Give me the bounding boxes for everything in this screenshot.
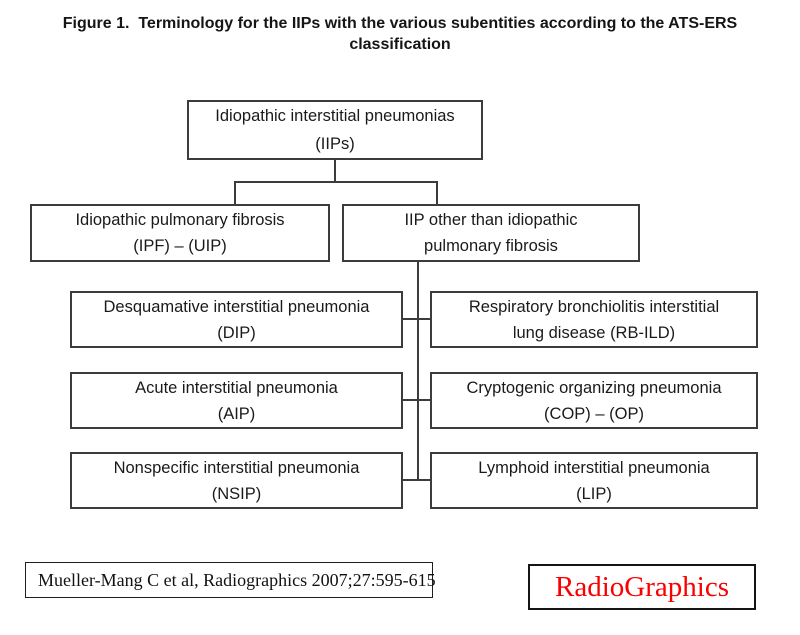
figure-title: Figure 1. Terminology for the IIPs with …	[0, 13, 800, 55]
node-lip: Lymphoid interstitial pneumonia (LIP)	[430, 452, 758, 509]
node-dip-line1: Desquamative interstitial pneumonia	[103, 297, 370, 316]
radiographics-logo-box: RadioGraphics	[528, 564, 756, 610]
connector-row1-stub	[401, 318, 432, 320]
node-lip-line1: Lymphoid interstitial pneumonia	[478, 458, 710, 477]
connector-row3-stub	[401, 479, 432, 481]
node-ipf-line2: (IPF) – (UIP)	[133, 237, 227, 255]
radiographics-logo-text: RadioGraphics	[555, 570, 729, 603]
node-lip-line2: (LIP)	[576, 484, 612, 503]
citation-box: Mueller-Mang C et al, Radiographics 2007…	[25, 562, 436, 598]
connector-row2-stub	[401, 399, 432, 401]
connector-root-stem	[334, 160, 336, 183]
node-cop-line2: (COP) – (OP)	[544, 404, 644, 423]
node-rbild-line2: lung disease (RB-ILD)	[512, 323, 676, 342]
node-iips-root-line1: Idiopathic interstitial pneumonias	[215, 107, 455, 125]
citation-text: Mueller-Mang C et al, Radiographics 2007…	[38, 569, 436, 590]
node-aip: Acute interstitial pneumonia (AIP)	[70, 372, 403, 429]
node-iips-root-line2: (IIPs)	[315, 135, 355, 153]
node-dip-line2: (DIP)	[217, 323, 256, 342]
node-nsip-line2: (NSIP)	[211, 484, 262, 503]
node-dip: Desquamative interstitial pneumonia (DIP…	[70, 291, 403, 348]
connector-central-trunk	[417, 261, 419, 481]
connector-iip-other-drop	[436, 181, 438, 205]
node-nsip: Nonspecific interstitial pneumonia (NSIP…	[70, 452, 403, 509]
node-iips-root: Idiopathic interstitial pneumonias (IIPs…	[187, 100, 483, 160]
node-cop-line1: Cryptogenic organizing pneumonia	[466, 378, 722, 397]
node-nsip-line1: Nonspecific interstitial pneumonia	[113, 458, 360, 477]
node-cop: Cryptogenic organizing pneumonia (COP) –…	[430, 372, 758, 429]
node-iip-other-line1: IIP other than idiopathic	[404, 211, 578, 229]
node-ipf: Idiopathic pulmonary fibrosis (IPF) – (U…	[30, 204, 330, 262]
node-iip-other-line2: pulmonary fibrosis	[424, 237, 558, 255]
figure-title-line1: Figure 1. Terminology for the IIPs with …	[62, 15, 738, 32]
node-aip-line1: Acute interstitial pneumonia	[135, 378, 338, 397]
node-rbild: Respiratory bronchiolitis interstitial l…	[430, 291, 758, 348]
figure-title-line2: classification	[349, 36, 451, 53]
node-ipf-line1: Idiopathic pulmonary fibrosis	[75, 211, 285, 229]
node-aip-line2: (AIP)	[217, 404, 256, 423]
node-iip-other: IIP other than idiopathic pulmonary fibr…	[342, 204, 640, 262]
connector-ipf-drop	[234, 181, 236, 205]
node-rbild-line1: Respiratory bronchiolitis interstitial	[468, 297, 720, 316]
connector-level2-crossbar	[234, 181, 438, 183]
